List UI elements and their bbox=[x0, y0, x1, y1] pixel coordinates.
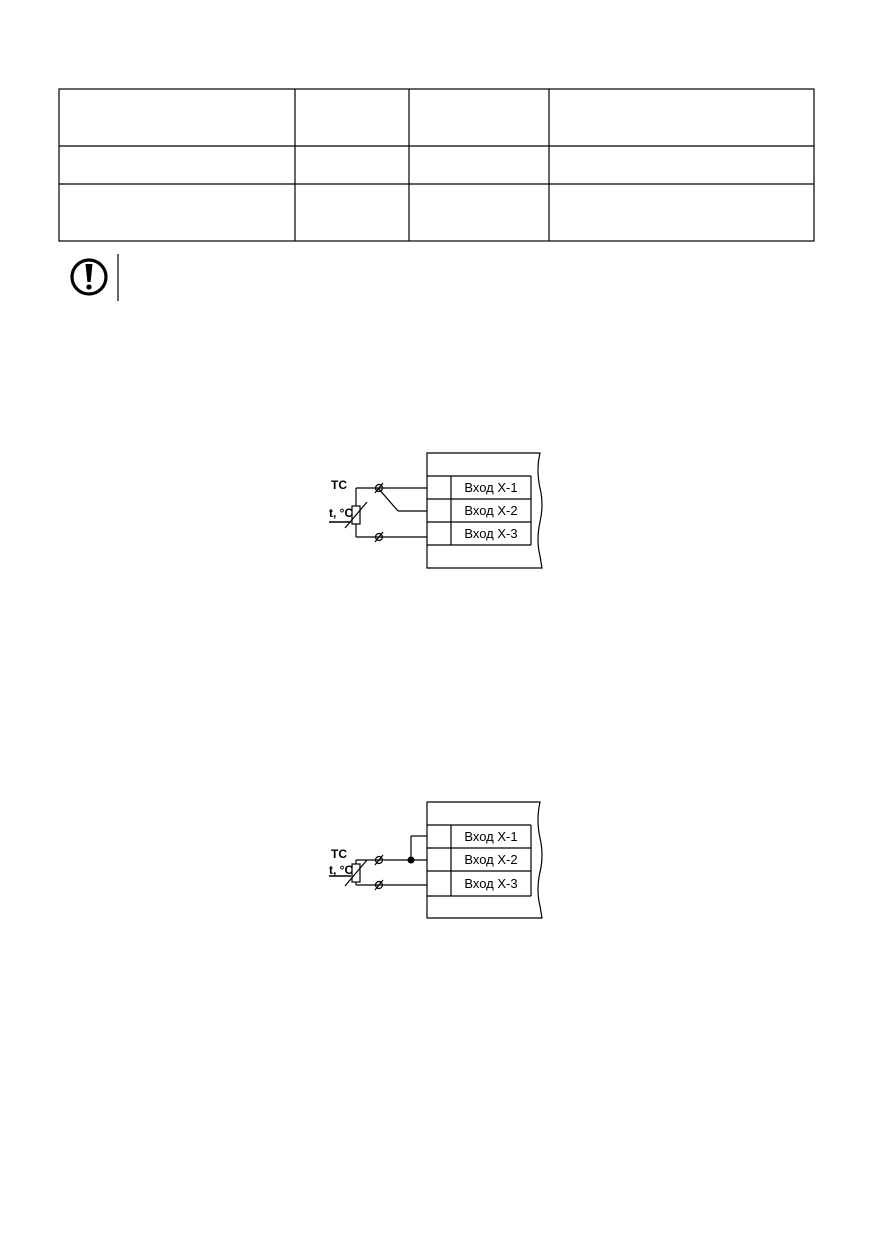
junction-dot bbox=[407, 856, 415, 864]
wiring-diagram-2: ТС t, °C Вход Х-1 Вход Х-2 Вход Х-3 bbox=[329, 801, 543, 919]
terminal-screws bbox=[374, 482, 384, 543]
sensor-label: ТС bbox=[331, 478, 347, 492]
input-x2-label: Вход Х-2 bbox=[464, 852, 517, 867]
resistor-variable-mark bbox=[344, 501, 368, 529]
resistor-symbol bbox=[351, 505, 361, 525]
empty-table bbox=[58, 88, 815, 242]
terminal-screws bbox=[374, 854, 384, 891]
terminal-block-housing bbox=[426, 452, 543, 569]
temp-label: t, °C bbox=[329, 863, 353, 877]
terminal-block-housing bbox=[426, 801, 543, 919]
input-x3-label: Вход Х-3 bbox=[464, 526, 517, 541]
wiring-diagram-1: ТС t, °C Вход Х-1 Вход Х-2 Вход Х-3 bbox=[329, 452, 543, 569]
sensor-label: ТС bbox=[331, 847, 347, 861]
wire-jumper bbox=[377, 487, 399, 512]
input-x2-label: Вход Х-2 bbox=[464, 503, 517, 518]
input-x1-label: Вход Х-1 bbox=[464, 480, 517, 495]
temp-label: t, °C bbox=[329, 506, 353, 520]
input-x3-label: Вход Х-3 bbox=[464, 876, 517, 891]
input-x1-label: Вход Х-1 bbox=[464, 829, 517, 844]
attention-icon bbox=[70, 254, 119, 301]
table-border bbox=[58, 88, 815, 242]
resistor-variable-mark bbox=[344, 859, 368, 887]
resistor-symbol bbox=[351, 863, 361, 883]
